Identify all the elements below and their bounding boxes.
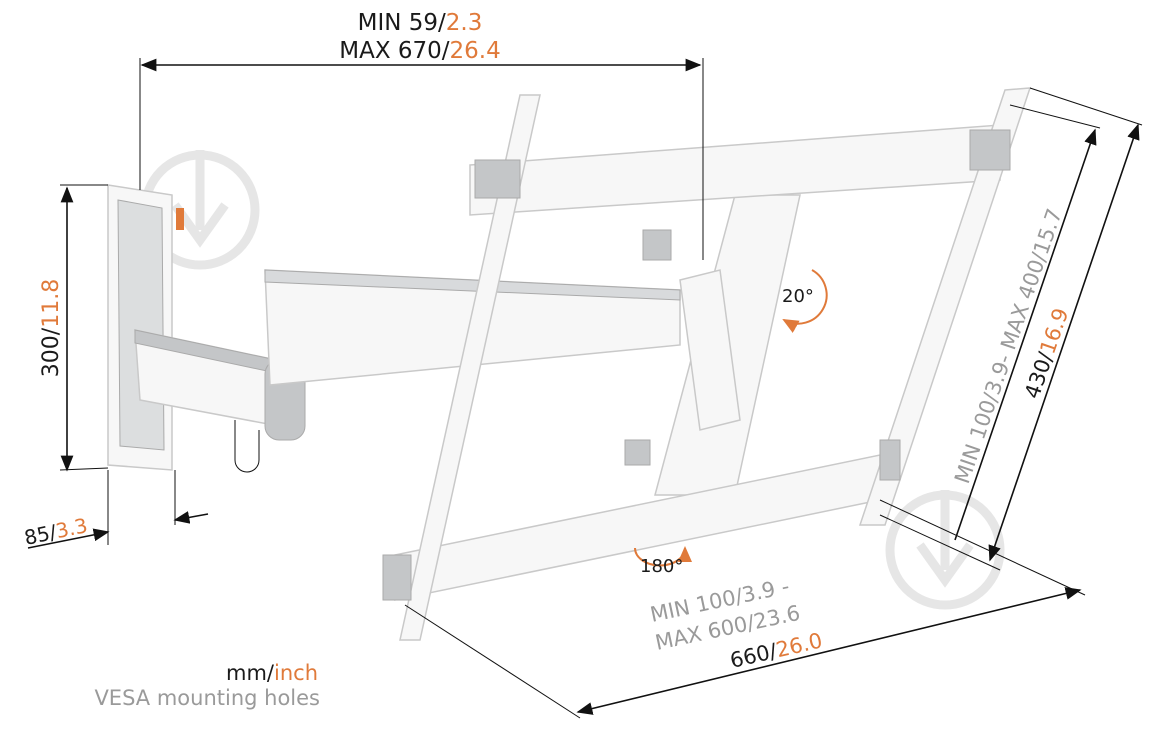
- rotation-arrow-icon: [634, 546, 692, 567]
- first-arm: [134, 329, 306, 473]
- arm-reach-min-label: MIN 59/2.3: [358, 10, 483, 36]
- tilt-angle-label: 20°: [782, 286, 814, 307]
- tilt-head: [624, 194, 801, 496]
- wall-plate: [107, 184, 184, 471]
- wall-plate-depth-label: 85/3.3: [22, 513, 90, 550]
- vesa-legend: VESA mounting holes: [94, 686, 320, 710]
- arm-reach-max-label: MAX 670/26.4: [339, 38, 501, 64]
- unit-legend: mm/inch: [226, 661, 318, 685]
- tilt-arrow-icon: [782, 269, 828, 333]
- wall-plate-marker: [176, 208, 184, 230]
- wall-plate-height-label: 300/11.8: [39, 279, 64, 377]
- rotation-angle-label: 180°: [640, 556, 683, 577]
- dimension-lines: [27, 58, 1143, 719]
